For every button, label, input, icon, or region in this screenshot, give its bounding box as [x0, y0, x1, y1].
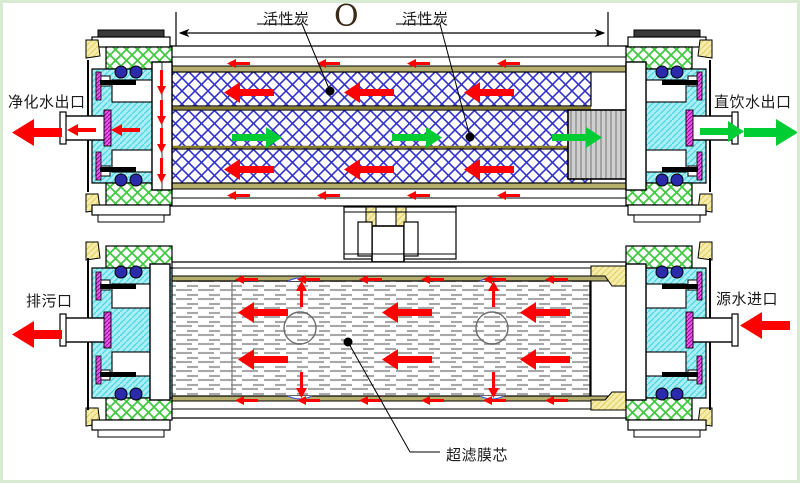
uf-membrane-bundle: [149, 280, 592, 397]
callout-leaders: [257, 23, 475, 453]
uf-membrane-label: 超滤膜芯: [446, 446, 509, 464]
section-marker-o: O: [334, 0, 359, 34]
carbon-left-callout-dot: [325, 86, 335, 96]
upper-right-end-cap: [625, 29, 739, 223]
drain-outlet-label: 排污口: [26, 292, 73, 310]
lower-chamber-uf-housing: [149, 261, 647, 419]
source-inlet-nozzle: [689, 317, 735, 343]
flow-arrows-red: [12, 59, 790, 405]
uf-callout-dot: [343, 337, 353, 347]
source-water-inlet-label: 源水进口: [716, 290, 779, 308]
upper-chamber-carbon-housing: [149, 45, 647, 207]
flow-arrows-green: [232, 119, 798, 148]
membrane-port-right: [475, 311, 509, 345]
carbon-outlet-screen: [567, 109, 631, 180]
drain-outlet-nozzle: [63, 317, 109, 343]
carbon-right-callout-dot: [465, 132, 475, 142]
drinking-water-outlet-label: 直饮水出口: [714, 93, 792, 111]
lower-right-end-cap: [625, 241, 739, 438]
purified-water-outlet-label: 净化水出口: [8, 93, 86, 111]
lower-left-end-cap: [59, 241, 173, 438]
inter-chamber-connector: [343, 206, 457, 263]
membrane-port-left: [283, 311, 317, 345]
carbon-right-label: 活性炭: [402, 10, 449, 28]
carbon-left-label: 活性炭: [263, 10, 310, 28]
